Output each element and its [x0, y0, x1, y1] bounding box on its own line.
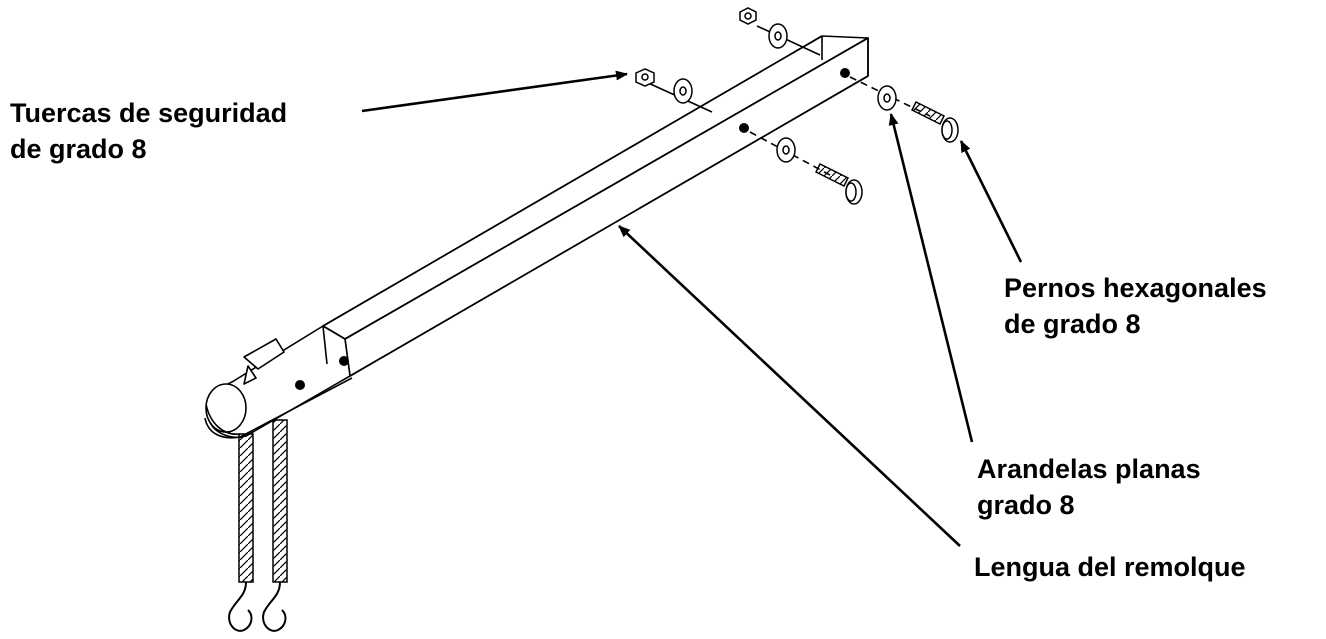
arrow-lock-nuts	[361, 70, 628, 113]
label-hex-bolts-line2: de grado 8	[1004, 309, 1141, 339]
flat-washer-icon	[877, 85, 897, 111]
safety-chains	[228, 419, 288, 632]
hex-bolt-icon	[814, 162, 863, 205]
label-trailer-tongue-line1: Lengua del remolque	[974, 552, 1246, 582]
label-flat-washers: Arandelas planas grado 8	[977, 451, 1201, 523]
arrow-hex-bolts	[959, 140, 1023, 263]
arrow-flat-washers	[888, 113, 974, 443]
label-hex-bolts-line1: Pernos hexagonales	[1004, 273, 1267, 303]
flat-washer-icon	[768, 23, 788, 49]
beam-hole	[840, 68, 850, 78]
trailer-tongue-beam	[322, 35, 869, 377]
label-hex-bolts: Pernos hexagonales de grado 8	[1004, 270, 1267, 342]
flat-washer-icon	[673, 78, 693, 104]
label-lock-nuts-line1: Tuercas de seguridad	[10, 98, 288, 128]
lock-nut-icon	[635, 68, 655, 87]
lock-nut-icon	[739, 7, 757, 25]
flat-washer-icon	[776, 137, 796, 163]
label-lock-nuts: Tuercas de seguridad de grado 8	[10, 95, 287, 167]
label-lock-nuts-line2: de grado 8	[10, 134, 147, 164]
arrow-trailer-tongue	[618, 225, 961, 547]
label-trailer-tongue: Lengua del remolque	[974, 549, 1246, 585]
coupler-hole	[339, 356, 349, 366]
beam-hole	[739, 123, 749, 133]
trailer-coupler	[204, 325, 353, 439]
label-flat-washers-line2: grado 8	[977, 490, 1075, 520]
coupler-hole	[295, 380, 305, 390]
hex-bolt-icon	[910, 100, 959, 143]
label-flat-washers-line1: Arandelas planas	[977, 454, 1201, 484]
